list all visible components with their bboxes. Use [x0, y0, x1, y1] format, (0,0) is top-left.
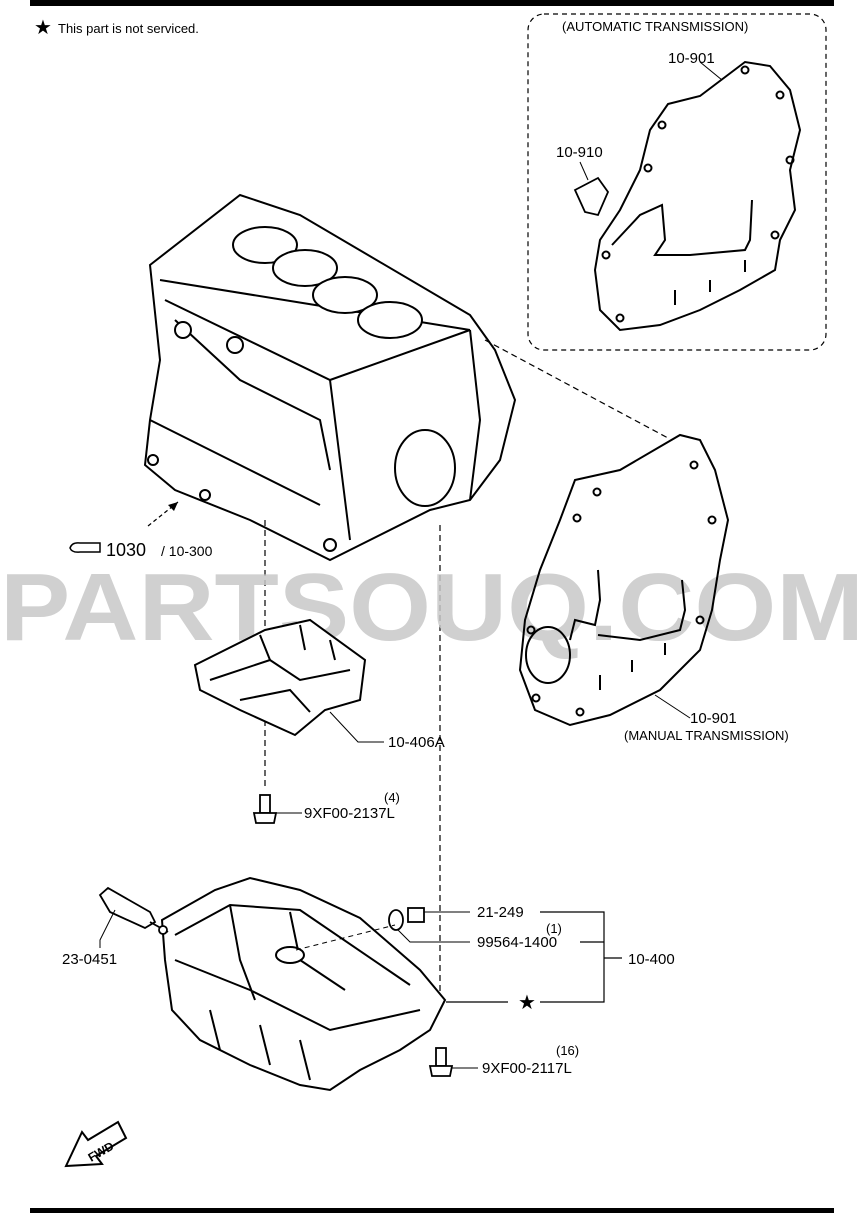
label-10-901-at: 10-901: [668, 50, 715, 67]
leader-block-arrow: [168, 502, 178, 511]
plate-10-910: [573, 176, 610, 217]
note-text: This part is not serviced.: [58, 21, 199, 36]
leader-10-901-mt: [654, 694, 691, 719]
label-bolt-b-qty: (16): [556, 1043, 579, 1058]
drain-plug: [388, 907, 425, 931]
bolt-9xf00-2117l: [428, 1047, 454, 1077]
bottom-rule: [30, 1208, 834, 1213]
reference-pointer-icon: [69, 542, 101, 553]
note-star-icon: ★: [34, 17, 52, 39]
leader-10-406a: [329, 711, 384, 743]
label-10-910: 10-910: [556, 144, 603, 161]
fwd-arrow-icon: FWD: [64, 1120, 128, 1168]
label-10-400: 10-400: [628, 951, 675, 968]
label-bolt-a-qty: (4): [384, 790, 400, 805]
watermark: PARTSOUQ.COM: [0, 554, 864, 661]
label-manual-transmission: (MANUAL TRANSMISSION): [624, 728, 789, 743]
leader-99564-1400: [397, 929, 470, 943]
label-99564-1400: 99564-1400: [477, 934, 557, 951]
label-21-249: 21-249: [477, 904, 524, 921]
leader-10-910: [579, 161, 589, 181]
leader-23-0451: [99, 909, 116, 948]
star-icon: ★: [518, 992, 536, 1014]
label-1030: 1030: [106, 540, 146, 560]
gasket-automatic: [593, 60, 802, 332]
label-bolt-b: 9XF00-2117L: [482, 1060, 572, 1077]
automatic-transmission-title: (AUTOMATIC TRANSMISSION): [562, 19, 748, 34]
dipstick-23-0451: [98, 886, 169, 935]
leader-10-901-at: [699, 61, 723, 81]
dashed-drain: [295, 924, 396, 951]
cylinder-block: [143, 193, 517, 562]
gasket-manual: [518, 433, 730, 727]
label-10-406a: 10-406A: [388, 734, 445, 751]
label-10-901-mt: 10-901: [690, 710, 737, 727]
label-bolt-a: 9XF00-2137L: [304, 805, 395, 822]
label-washer-qty: (1): [546, 921, 562, 936]
bracket-10-400: [446, 911, 622, 1003]
oil-pan: [160, 876, 447, 1092]
top-rule: [30, 0, 834, 6]
automatic-transmission-box: [527, 13, 827, 351]
label-23-0451: 23-0451: [62, 951, 117, 968]
bolt-9xf00-2137l: [252, 794, 278, 824]
label-10-300: / 10-300: [161, 543, 213, 559]
baffle-plate-10-406a: [193, 618, 367, 737]
